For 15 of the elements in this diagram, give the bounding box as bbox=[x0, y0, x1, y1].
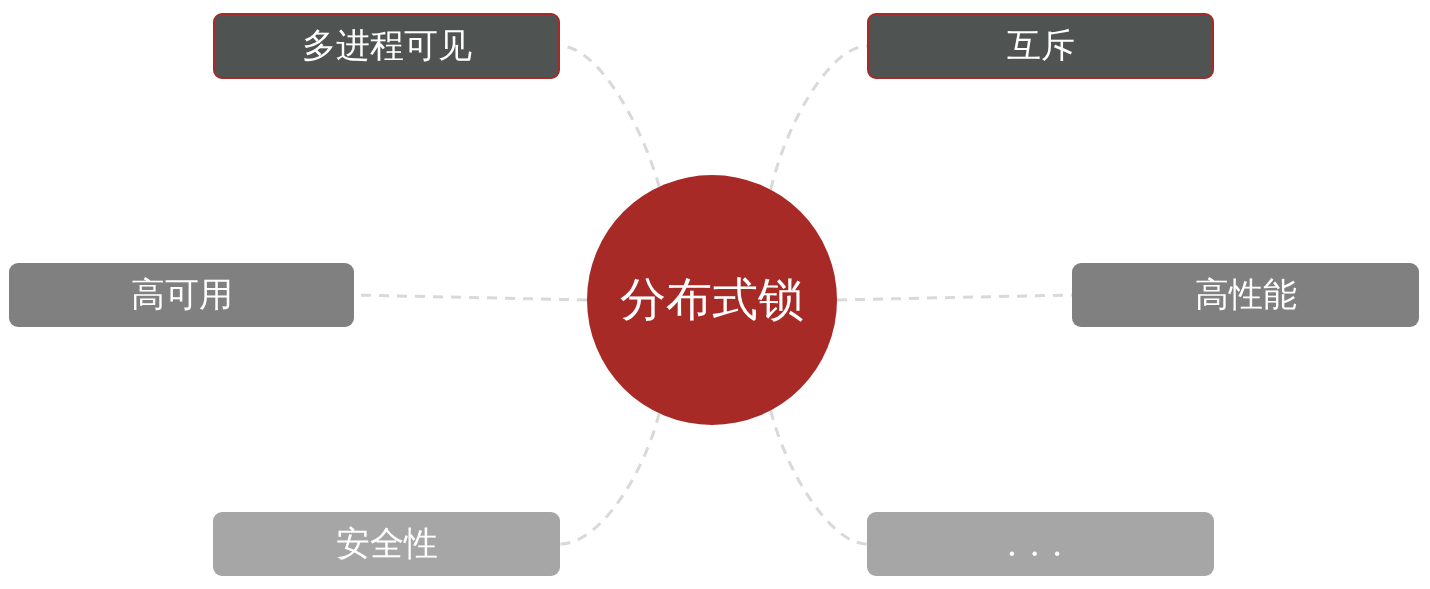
connector bbox=[559, 412, 661, 546]
topic-label: 高可用 bbox=[130, 273, 233, 316]
topic-label: ... bbox=[1006, 524, 1075, 564]
topic-box bbox=[213, 512, 560, 576]
topic-box bbox=[9, 263, 354, 327]
topic-box bbox=[867, 13, 1214, 79]
connector bbox=[769, 409, 868, 546]
topic-box bbox=[867, 512, 1214, 576]
topic-box bbox=[1072, 263, 1419, 327]
topic-label: 互斥 bbox=[1006, 24, 1075, 67]
topic-label: 高性能 bbox=[1194, 273, 1297, 316]
topic-box bbox=[213, 13, 560, 79]
topic-label: 多进程可见 bbox=[301, 24, 472, 67]
topic-label: 安全性 bbox=[335, 522, 438, 565]
topic-label: 分布式锁 bbox=[620, 271, 804, 328]
